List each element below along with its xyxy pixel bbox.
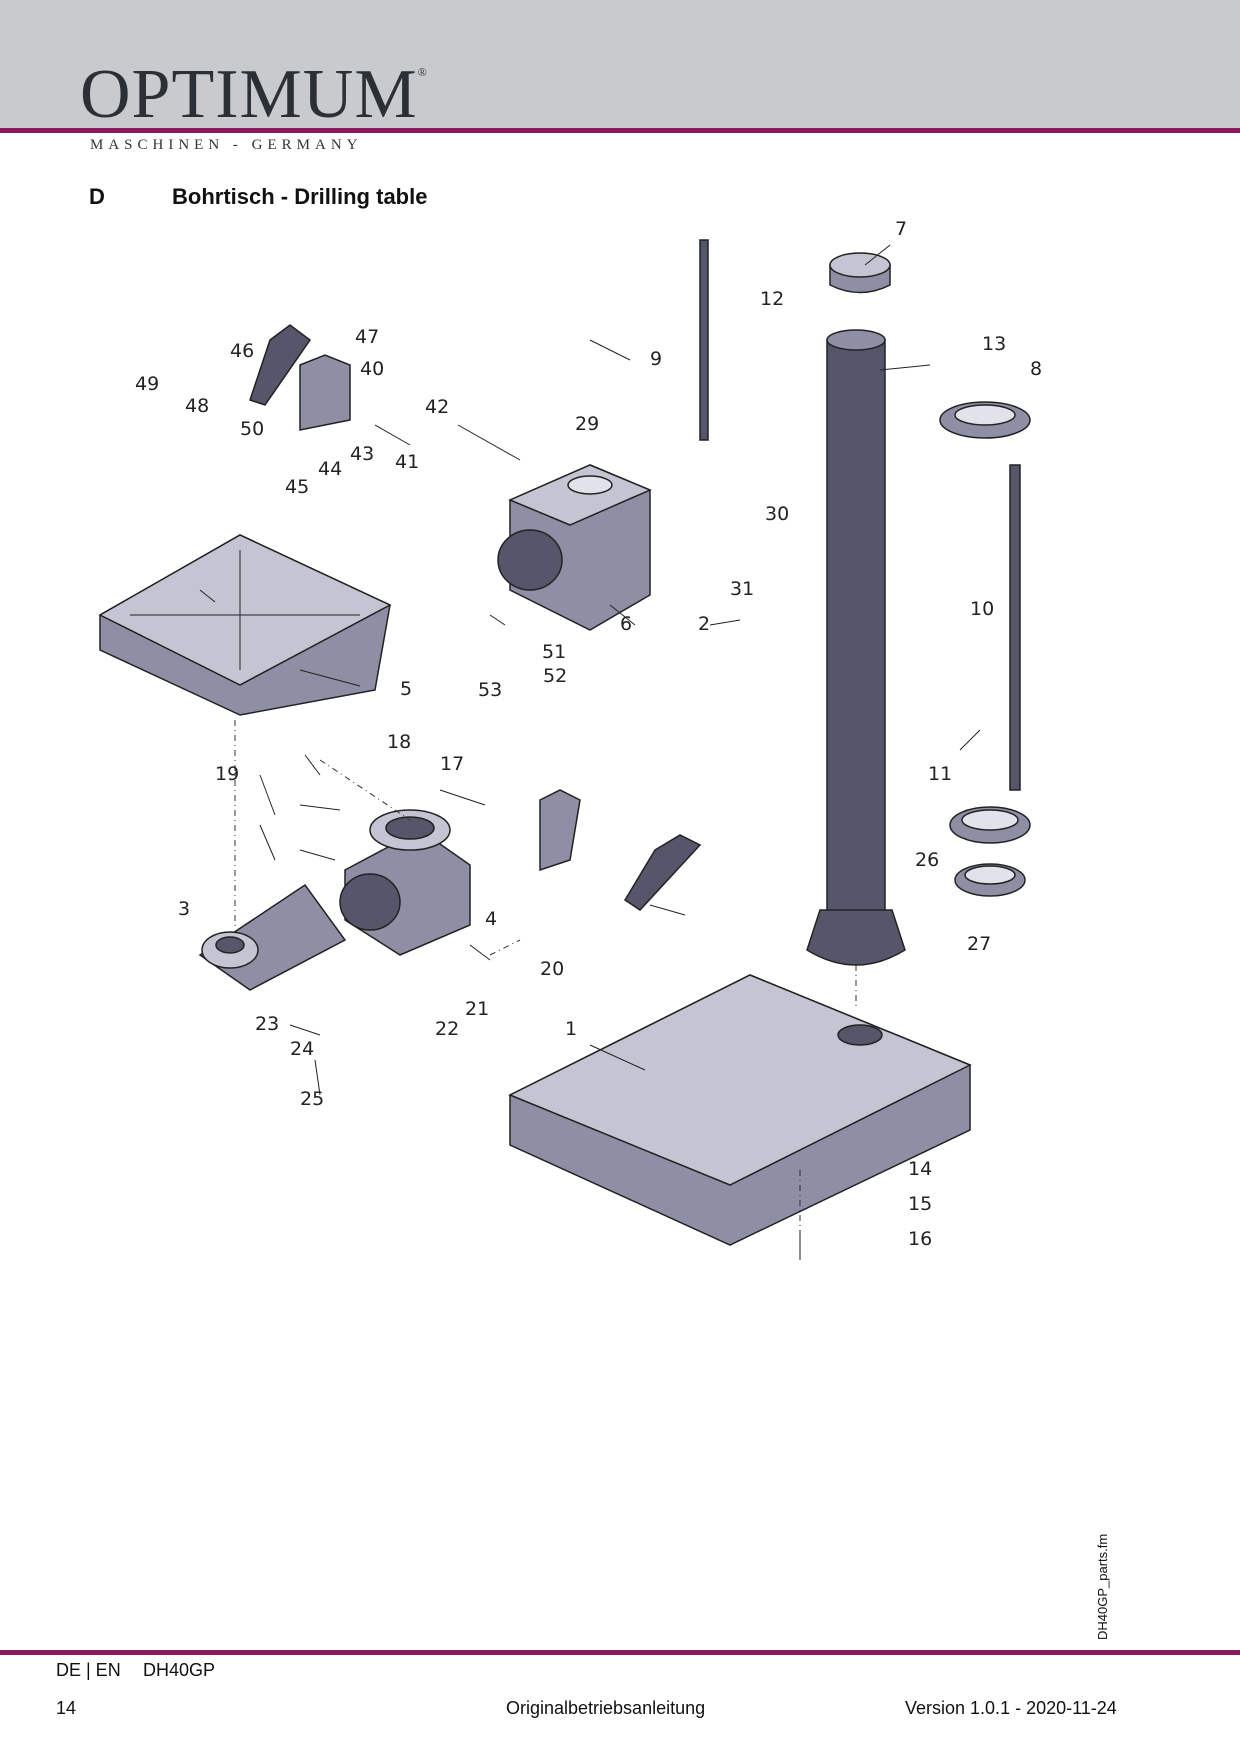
part-label: 41 <box>395 451 419 473</box>
logo-tagline: MASCHINEN - GERMANY <box>90 137 363 153</box>
rack-part-long <box>1009 464 1021 791</box>
part-label: 15 <box>908 1193 932 1215</box>
part-label: 7 <box>895 218 907 240</box>
part-label: 8 <box>1030 358 1042 380</box>
part-label: 53 <box>478 679 502 701</box>
part-label: 13 <box>982 333 1006 355</box>
table-bracket-part <box>339 809 471 956</box>
footer-version: Version 1.0.1 - 2020-11-24 <box>905 1698 1117 1718</box>
logo-mark: ® <box>417 65 428 79</box>
part-label: 46 <box>230 340 254 362</box>
optimum-logo: OPTIMUM® <box>80 60 428 130</box>
ring-parts <box>939 401 1031 897</box>
part-label: 48 <box>185 395 209 417</box>
footer-rule <box>0 1650 1240 1655</box>
column-part <box>806 329 906 966</box>
part-label: 50 <box>240 418 264 440</box>
part-label: 52 <box>543 665 567 687</box>
assembly-center-lines <box>234 720 857 1230</box>
part-label: 9 <box>650 348 662 370</box>
part-label: 21 <box>465 998 489 1020</box>
part-label: 27 <box>967 933 991 955</box>
header-band <box>0 0 1240 130</box>
part-label: 1 <box>565 1018 577 1040</box>
part-label: 40 <box>360 358 384 380</box>
part-label: 10 <box>970 598 994 620</box>
part-label: 45 <box>285 476 309 498</box>
exploded-parts-diagram: 1 2 3 4 5 6 7 8 9 10 11 12 13 14 15 16 1… <box>98 218 1042 1260</box>
part-label: 29 <box>575 413 599 435</box>
logo-text: OPTIMUM <box>80 56 418 133</box>
table-part <box>98 534 392 716</box>
part-label: 12 <box>760 288 784 310</box>
part-label: 24 <box>290 1038 314 1060</box>
part-label: 30 <box>765 503 789 525</box>
part-label: 49 <box>135 373 159 395</box>
part-label: 25 <box>300 1088 324 1110</box>
part-number-labels: 1 2 3 4 5 6 7 8 9 10 11 12 13 14 15 16 1… <box>135 218 1042 1250</box>
part-label: 20 <box>540 958 564 980</box>
source-file-label: DH40GP_parts.fm <box>1095 1533 1110 1640</box>
footer-model: DH40GP <box>143 1660 216 1680</box>
part-label: 47 <box>355 326 379 348</box>
bolt-parts <box>199 424 801 1260</box>
part-label: 5 <box>400 678 412 700</box>
rack-part-small <box>699 239 709 441</box>
part-label: 3 <box>178 898 190 920</box>
part-label: 4 <box>485 908 497 930</box>
part-label: 6 <box>620 613 632 635</box>
column-cap-part <box>829 252 891 294</box>
part-label: 17 <box>440 753 464 775</box>
footer-language: DE | EN <box>56 1660 121 1680</box>
section-letter: D <box>89 184 105 209</box>
part-label: 19 <box>215 763 239 785</box>
bracket-block-part <box>497 464 652 631</box>
part-label: 18 <box>387 731 411 753</box>
part-label: 16 <box>908 1228 932 1250</box>
part-label: 51 <box>542 641 566 663</box>
gear-plate-parts <box>299 354 581 872</box>
part-label: 23 <box>255 1013 279 1035</box>
part-label: 22 <box>435 1018 459 1040</box>
part-label: 44 <box>318 458 342 480</box>
part-label: 26 <box>915 849 939 871</box>
part-label: 2 <box>698 613 710 635</box>
header-rule <box>0 128 1240 133</box>
part-label: 31 <box>730 578 754 600</box>
part-label: 14 <box>908 1158 932 1180</box>
table-arm-part <box>198 883 347 991</box>
label-leaders <box>299 244 981 1071</box>
crank-handle-parts <box>249 324 702 911</box>
part-label: 11 <box>928 763 952 785</box>
part-label: 43 <box>350 443 374 465</box>
section-title: Bohrtisch - Drilling table <box>172 184 428 209</box>
footer-page-number: 14 <box>56 1698 77 1718</box>
part-label: 42 <box>425 396 449 418</box>
base-part <box>508 974 972 1246</box>
footer-document-type: Originalbetriebsanleitung <box>506 1698 706 1718</box>
